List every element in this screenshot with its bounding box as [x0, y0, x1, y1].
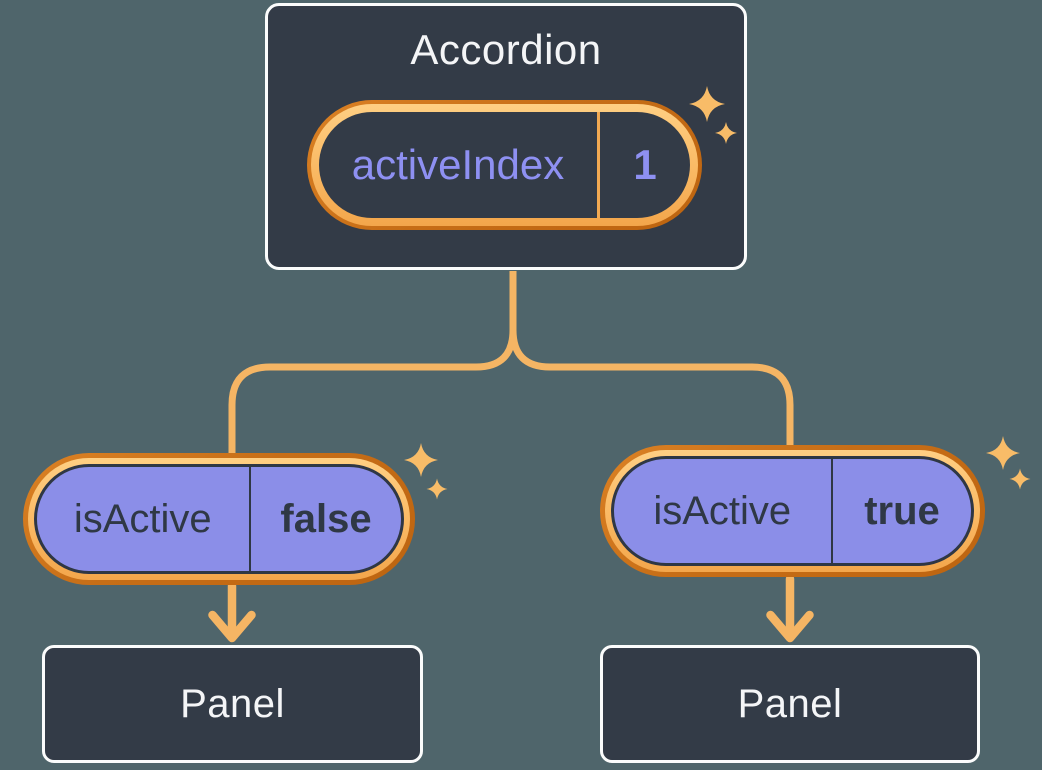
prop-pill-value: true: [864, 488, 940, 533]
pill-divider: [248, 467, 251, 571]
connector-root-to-right: [509, 271, 794, 448]
sparkles-icon: [404, 443, 448, 500]
prop-pill-label: isActive: [653, 488, 792, 533]
state-pill-activeindex: activeIndex 1: [307, 100, 702, 230]
prop-pill-inner-ring: isActive true: [605, 450, 980, 572]
panel-label: Panel: [737, 681, 843, 726]
pill-divider: [830, 459, 833, 563]
panel-node-left: Panel: [42, 645, 423, 763]
prop-pill-isactive-left: isActive false: [23, 453, 415, 585]
prop-pill-label: isActive: [73, 496, 212, 541]
prop-pill-inner-ring: isActive false: [28, 458, 410, 580]
pill-divider: [597, 112, 600, 218]
state-pill-value: 1: [633, 141, 657, 188]
state-pill-label: activeIndex: [351, 141, 565, 188]
sparkles-icon: [986, 436, 1031, 490]
panel-node-right: Panel: [600, 645, 980, 763]
accordion-title: Accordion: [410, 26, 602, 73]
panel-label: Panel: [180, 681, 285, 726]
state-pill-inner-ring: activeIndex 1: [311, 104, 698, 226]
connector-root-to-left: [228, 271, 517, 456]
prop-pill-value: false: [280, 496, 372, 541]
prop-pill-isactive-right: isActive true: [600, 445, 985, 577]
arrow-down-icon: [208, 581, 256, 643]
arrow-down-icon: [766, 574, 814, 643]
